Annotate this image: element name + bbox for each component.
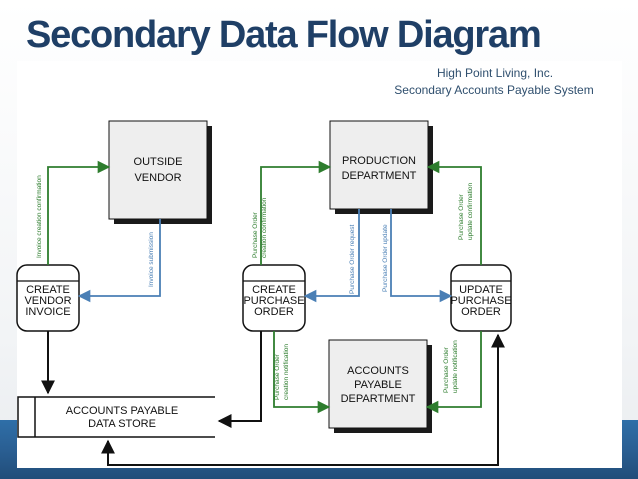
process-update-purchase-order: UPDATE PURCHASE ORDER — [450, 264, 512, 332]
process-label-line: INVOICE — [25, 306, 70, 318]
flow-label: Purchase Order — [458, 193, 465, 240]
process-label-line: ORDER — [461, 306, 501, 318]
flow-label: creation notification — [283, 344, 290, 400]
process-create-purchase-order: CREATE PURCHASE ORDER — [242, 264, 306, 332]
flow-invoice-creation-confirmation: Invoice creation confirmation — [36, 160, 111, 265]
flow-po-update-confirmation: Purchase Order update confirmation — [426, 160, 482, 265]
entity-label-line: DEPARTMENT — [341, 393, 416, 405]
entity-label-line: VENDOR — [134, 172, 181, 184]
flow-label: Purchase Order — [274, 353, 281, 400]
process-create-vendor-invoice: CREATE VENDOR INVOICE — [16, 264, 80, 332]
entity-accounts-payable-department: ACCOUNTS PAYABLE DEPARTMENT — [328, 339, 432, 433]
flow-label: Purchase Order — [443, 346, 450, 393]
flow-po-creation-confirmation: Purchase Order creation confirmation — [252, 160, 332, 265]
slide-title: Secondary Data Flow Diagram — [26, 14, 542, 56]
data-store-label-line: DATA STORE — [88, 418, 156, 430]
process-label-line: CREATE — [252, 284, 296, 296]
entity-outside-vendor: OUTSIDE VENDOR — [108, 120, 212, 224]
process-label-line: ORDER — [254, 306, 294, 318]
entity-label-line: OUTSIDE — [134, 156, 183, 168]
flow-label: Invoice creation confirmation — [36, 175, 43, 258]
process-label-line: VENDOR — [24, 295, 71, 307]
process-label-line: PURCHASE — [450, 295, 511, 307]
flow-po-update-notification: Purchase Order update notification — [425, 331, 482, 414]
entity-production-department: PRODUCTION DEPARTMENT — [329, 120, 433, 214]
system-name: Secondary Accounts Payable System — [394, 83, 593, 97]
flow-label: Purchase Order update — [382, 224, 389, 292]
flow-po-creation-notification: Purchase Order creation notification — [273, 331, 331, 414]
process-label-line: CREATE — [26, 284, 70, 296]
flow-po-update: Purchase Order update — [382, 209, 453, 303]
entity-label-line: PRODUCTION — [342, 155, 416, 167]
flow-label: creation confirmation — [261, 197, 268, 258]
flow-label: update notification — [452, 340, 459, 393]
process-label-line: UPDATE — [459, 284, 503, 296]
data-store-label-line: ACCOUNTS PAYABLE — [66, 405, 178, 417]
flow-data-store-update-loop — [101, 333, 505, 466]
entity-label-line: ACCOUNTS — [347, 365, 409, 377]
flow-label: Invoice submission — [148, 232, 155, 287]
data-store-accounts-payable: ACCOUNTS PAYABLE DATA STORE — [17, 396, 215, 438]
entity-label-line: DEPARTMENT — [342, 170, 417, 182]
flow-label: Purchase Order request — [349, 224, 356, 294]
entity-label-line: PAYABLE — [354, 379, 402, 391]
flow-invoice-submission: Invoice submission — [77, 219, 161, 303]
flow-label: update confirmation — [467, 183, 474, 240]
company-name: High Point Living, Inc. — [437, 66, 553, 80]
flow-po-request: Purchase Order request — [303, 209, 360, 303]
flow-po-to-data-store — [217, 331, 262, 428]
process-label-line: PURCHASE — [243, 295, 304, 307]
flow-label: Purchase Order — [252, 211, 259, 258]
